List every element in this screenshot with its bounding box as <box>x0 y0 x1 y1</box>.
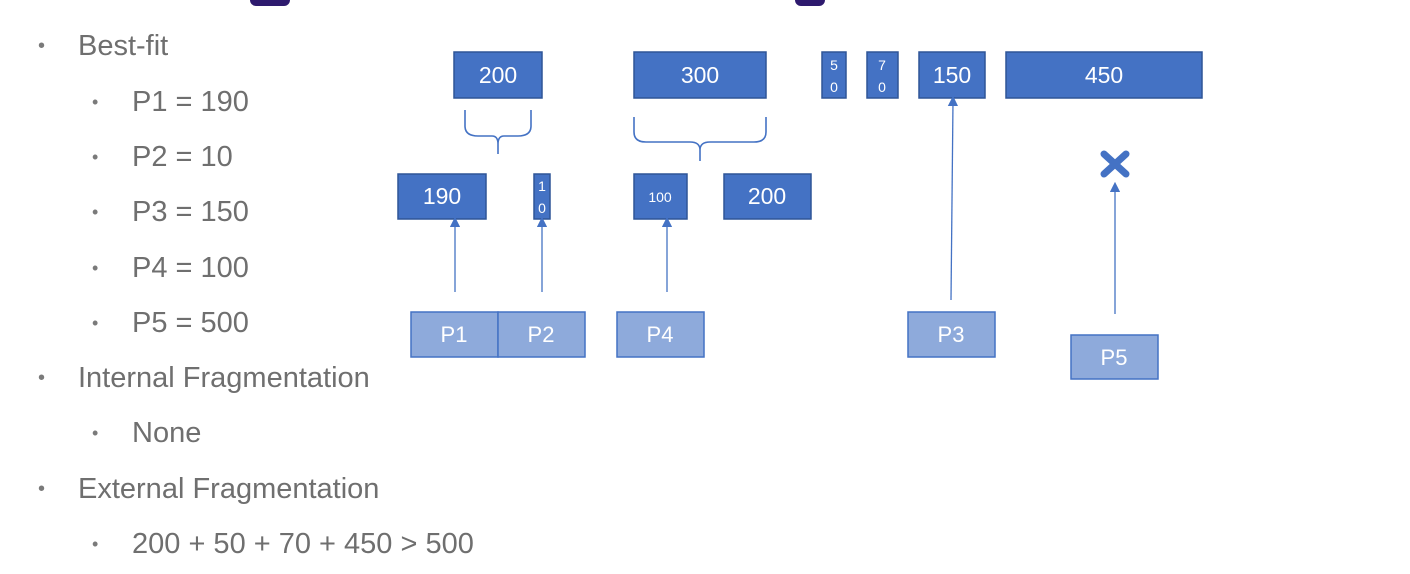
bullet-text: P5 = 500 <box>132 307 249 339</box>
bullet-text: None <box>132 417 202 449</box>
block-label-bottom: 0 <box>878 79 886 95</box>
block-label: 100 <box>648 189 672 205</box>
process-label: P1 <box>441 322 468 347</box>
mid-block-200: 200 <box>723 173 812 220</box>
block-label-top: 1 <box>538 178 546 194</box>
block-label: 150 <box>933 62 971 88</box>
mid-block-10: 1 0 <box>533 173 551 220</box>
split-brace-200 <box>464 110 532 154</box>
bullet-p5: •P5 = 500 <box>92 307 249 339</box>
process-p3: P3 <box>907 311 996 358</box>
bullet-p4: •P4 = 100 <box>92 252 249 284</box>
bullet-p2: •P2 = 10 <box>92 141 233 173</box>
process-p1: P1 <box>410 311 499 358</box>
block-label-bottom: 0 <box>538 200 546 216</box>
bullet-text: P4 = 100 <box>132 252 249 284</box>
block-label: 200 <box>748 183 786 209</box>
bullet-text: 200 + 50 + 70 + 450 > 500 <box>132 528 474 560</box>
top-block-300: 300 <box>633 51 767 99</box>
top-block-200: 200 <box>453 51 543 99</box>
bullet-none: •None <box>92 417 202 449</box>
process-label: P4 <box>647 322 674 347</box>
fail-x-icon <box>1100 150 1130 178</box>
bullet-p1: •P1 = 190 <box>92 86 249 118</box>
mid-block-190: 190 <box>397 173 487 220</box>
split-brace-300 <box>633 117 767 161</box>
bullet-text: Internal Fragmentation <box>78 362 370 394</box>
bullet-internal-fragmentation: •Internal Fragmentation <box>38 362 370 394</box>
bullet-external-fragmentation: •External Fragmentation <box>38 473 380 505</box>
block-label: 300 <box>681 62 719 88</box>
top-block-150: 150 <box>918 51 986 99</box>
top-block-450: 450 <box>1005 51 1203 99</box>
bullet-sum: •200 + 50 + 70 + 450 > 500 <box>92 528 474 560</box>
block-label-top: 7 <box>878 57 886 73</box>
block-label: 190 <box>423 183 461 209</box>
bullet-text: External Fragmentation <box>78 473 380 505</box>
process-p5: P5 <box>1070 334 1159 380</box>
process-label: P2 <box>528 322 555 347</box>
title-remnant <box>250 0 830 7</box>
bullet-best-fit: •Best-fit <box>38 30 169 62</box>
process-p2: P2 <box>497 311 586 358</box>
arrow-p3 <box>947 95 959 301</box>
top-block-50: 5 0 <box>821 51 847 99</box>
top-block-70: 7 0 <box>866 51 899 99</box>
process-label: P3 <box>938 322 965 347</box>
bullet-text: Best-fit <box>78 30 169 62</box>
process-p4: P4 <box>616 311 705 358</box>
block-label: 200 <box>479 62 517 88</box>
mid-block-100: 100 <box>633 173 688 220</box>
process-label: P5 <box>1101 345 1128 370</box>
bullet-text: P1 = 190 <box>132 86 249 118</box>
block-label-bottom: 0 <box>830 79 838 95</box>
bullet-p3: •P3 = 150 <box>92 196 249 228</box>
bullet-text: P2 = 10 <box>132 141 233 173</box>
bullet-text: P3 = 150 <box>132 196 249 228</box>
block-label-top: 5 <box>830 57 838 73</box>
block-label: 450 <box>1085 62 1123 88</box>
